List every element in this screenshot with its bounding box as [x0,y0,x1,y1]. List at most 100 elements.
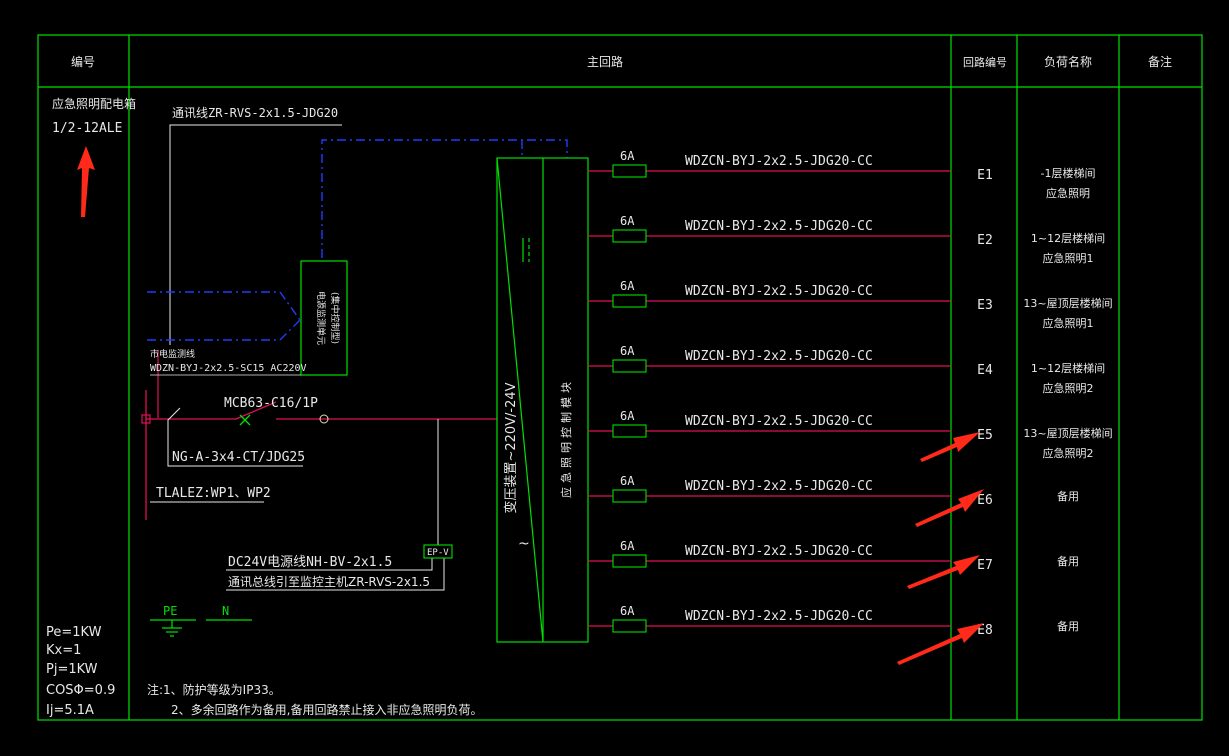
circuit-cable: WDZCN-BYJ-2x2.5-JDG20-CC [685,479,873,494]
circuit-cable: WDZCN-BYJ-2x2.5-JDG20-CC [685,414,873,429]
monitor-unit-text: 电源监测单元 (集中控制型) [315,291,341,345]
ground-symbol-icon [150,619,252,637]
fuse-rating: 6A [620,604,635,618]
header-circuit-no: 回路编号 [963,55,1007,69]
load-name-line1: 1~12层楼梯间 [1031,361,1105,375]
circuit-row: 6A WDZCN-BYJ-2x2.5-JDG20-CC E8 备用 [588,604,1079,638]
arrow-e7-icon [907,555,980,589]
circuit-id: E3 [977,298,993,313]
monitor-unit-line1: 电源监测单元 [315,291,327,345]
circuit-row: 6A WDZCN-BYJ-2x2.5-JDG20-CC E5 13~屋顶层楼梯间应急照… [588,409,1113,460]
fuse-box [612,424,647,438]
param-pj: Pj=1KW [46,662,98,677]
param-pe: Pe=1KW [46,625,102,640]
load-name-line1: 备用 [1057,619,1079,633]
note-2: 2、多余回路作为备用,备用回路禁止接入非应急照明负荷。 [171,702,482,717]
circuit-id: E7 [977,558,993,573]
header-no: 编号 [71,54,95,69]
circuit-cable: WDZCN-BYJ-2x2.5-JDG20-CC [685,544,873,559]
load-name-line2: 应急照明2 [1043,446,1094,460]
epv-box [423,544,453,559]
load-name-line1: 13~屋顶层楼梯间 [1023,296,1112,310]
circuit-cable: WDZCN-BYJ-2x2.5-JDG20-CC [685,349,873,364]
table-grid [37,34,1203,721]
circuit-cable: WDZCN-BYJ-2x2.5-JDG20-CC [685,609,873,624]
fuse-rating: 6A [620,149,635,163]
circuit-id: E4 [977,363,993,378]
incoming-bus [145,390,497,520]
circuit-id: E5 [977,428,993,443]
breaker-label: MCB63-C16/1P [224,396,318,411]
note-1: 注:1、防护等级为IP33。 [147,682,281,697]
annotation-arrows [897,432,984,665]
arrow-e5-icon [920,432,980,462]
fuse-box [612,229,647,243]
load-params: Pe=1KW Kx=1 Pj=1KW COSΦ=0.9 Ij=5.1A [46,625,115,718]
param-ij: Ij=5.1A [46,703,94,718]
load-name-line2: 应急照明1 [1043,251,1094,265]
arrow-e8-icon [897,623,984,665]
load-name-line1: 13~屋顶层楼梯间 [1023,426,1112,440]
table-border [37,34,1203,721]
arrow-up-icon [77,146,95,217]
incoming-cable-label: NG-A-3x4-CT/JDG25 [172,450,305,465]
fuse-rating: 6A [620,474,635,488]
bus-comm-label: 通讯总线引至监控主机ZR-RVS-2x1.5 [228,575,430,589]
header-load: 负荷名称 [1044,54,1092,69]
monitor-unit-line2: (集中控制型) [329,292,341,344]
circuit-cable: WDZCN-BYJ-2x2.5-JDG20-CC [685,219,873,234]
box-code: 1/2-12ALE [52,121,122,136]
fuse-box [612,359,647,373]
box-name: 应急照明配电箱 [52,96,136,111]
circuit-id: E1 [977,168,993,183]
circuit-row: 6A WDZCN-BYJ-2x2.5-JDG20-CC E4 1~12层楼梯间应急照明… [588,344,1105,395]
pe-label: PE [163,604,177,618]
fuse-box [612,489,647,503]
dc24v-label: DC24V电源线NH-BV-2x1.5 [228,555,392,570]
circuit-row: 6A WDZCN-BYJ-2x2.5-JDG20-CC E2 1~12层楼梯间应急照明… [588,214,1105,265]
circuit-id: E8 [977,623,993,638]
fuse-rating: 6A [620,409,635,423]
fuse-box [612,164,647,178]
load-name-line1: 1~12层楼梯间 [1031,231,1105,245]
fuse-rating: 6A [620,539,635,553]
fuse-box [612,554,647,568]
circuit-cable: WDZCN-BYJ-2x2.5-JDG20-CC [685,154,873,169]
circuit-row: 6A WDZCN-BYJ-2x2.5-JDG20-CC E7 备用 [588,539,1079,573]
transformer-cabinet [496,157,589,643]
mains-monitor-line [150,350,301,418]
comm-line-label: 通讯线ZR-RVS-2x1.5-JDG20 [172,106,338,120]
circuit-id: E2 [977,233,993,248]
param-kx: Kx=1 [46,643,81,658]
controller-label: 应急照明控制模块 [559,378,573,498]
header-row: 编号 主回路 回路编号 负荷名称 备注 [71,54,1172,69]
epv-label: EP-V [427,548,449,558]
dashed-bus-lines [147,139,568,341]
load-name-line1: -1层楼梯间 [1041,166,1096,180]
dc24v-leader [226,419,445,591]
header-main: 主回路 [587,54,623,69]
fuse-box [612,619,647,633]
arrow-e6-icon [915,489,984,527]
monitor-unit-box [300,260,348,376]
param-cos: COSΦ=0.9 [46,683,115,698]
breaker-icon [239,414,251,426]
fuse-rating: 6A [620,344,635,358]
box-info: 应急照明配电箱 1/2-12ALE [52,96,136,136]
load-name-line1: 备用 [1057,554,1079,568]
header-remark: 备注 [1148,54,1172,69]
transformer-label: 变压装置~220V/-24V [503,382,519,513]
n-label: N [222,604,229,618]
load-name-line2: 应急照明2 [1043,381,1094,395]
mains-title: 市电监测线 [150,348,195,360]
fuse-rating: 6A [620,214,635,228]
load-name-line2: 应急照明1 [1043,316,1094,330]
mains-cable-label: WDZN-BYJ-2x2.5-SC15 AC220V [150,363,307,374]
bus-node [319,414,329,424]
circuit-cable: WDZCN-BYJ-2x2.5-JDG20-CC [685,284,873,299]
